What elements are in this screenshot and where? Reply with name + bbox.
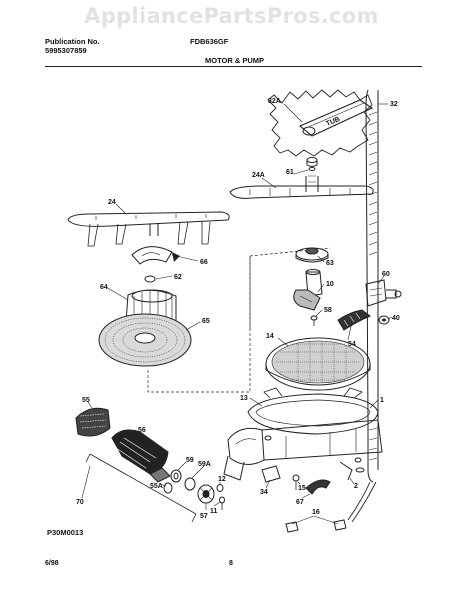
part-label: 59 [186,457,194,464]
part-label: 10 [326,281,334,288]
lower-spray-arm [67,211,230,247]
page-date: 6/98 [45,560,59,567]
part-label: 58 [324,307,332,314]
part-label: 61 [286,169,294,176]
part-label: 32 [390,101,398,108]
supply-tube [365,89,379,483]
part-label: 70 [76,499,84,506]
part-57-impeller [197,484,215,504]
part-label: 64 [100,284,108,291]
part-54-hose [337,309,371,331]
publication-label: Publication No. [45,37,100,46]
part-label: 16 [312,509,320,516]
part-label: 67 [296,499,304,506]
part-13-sump [247,387,379,435]
part-label: 56 [138,427,146,434]
part-12-nut [216,484,224,492]
part-11-screw [219,496,225,510]
tub-text: TUB [325,116,341,128]
header-rule [45,66,422,67]
page-number: 8 [229,560,233,567]
part-label: 65 [202,318,210,325]
part-62-ring [144,275,156,283]
part-label: 60 [382,271,390,278]
part-66-cover [131,246,180,265]
part-70-bracket [85,453,197,523]
part-10-pump-housing [293,269,323,311]
part-label: 59A [198,461,211,468]
part-56-motor [111,429,171,483]
part-1-pump-base [223,419,383,481]
publication-number: 5995307859 [45,46,87,55]
part-34-bracket [261,465,281,483]
part-2-lever [339,461,353,481]
part-label: 34 [260,489,268,496]
part-label: 15 [298,485,306,492]
section-title: MOTOR & PUMP [205,56,265,65]
part-label: 12 [218,476,226,483]
part-label: 11 [210,508,218,515]
part-58-screw [310,315,318,326]
part-61-nut [306,157,318,171]
part-label: 24A [252,172,265,179]
part-59-seal [170,469,182,483]
part-label: 57 [200,513,208,520]
model-number: FDB636GF [190,37,229,46]
part-40-fitting [378,315,390,325]
upper-spray-arm-area: TUB [267,89,374,157]
part-63-cap [295,247,329,263]
part-label: 13 [240,395,248,402]
part-label: 24 [108,199,116,206]
part-label: 62 [174,274,182,281]
part-15-clip [292,474,300,490]
part-14-filter [265,337,371,391]
diagram-code: P30M0013 [47,528,84,537]
part-59A-ring [184,477,196,491]
part-label: 2 [354,483,358,490]
part-label: 55A [150,483,163,490]
leader-lines [81,103,393,525]
part-label: 63 [326,260,334,267]
watermark: AppliancePartsPros.com [84,4,379,28]
part-67-hose [305,479,331,495]
part-label: 40 [392,315,400,322]
part-label: 14 [266,333,274,340]
part-label: 32A [268,98,281,105]
assembly-dashed-lines [147,247,331,393]
part-55A-washer [163,482,173,494]
part-55-end-bell [75,407,111,437]
part-60-valve [365,279,402,307]
part-label: 66 [200,259,208,266]
part-16-fittings [285,481,377,533]
part-65-filter-screen [98,313,192,367]
middle-spray-arm [229,175,374,199]
part-label: 55 [82,397,90,404]
part-label: 54 [348,341,356,348]
part-labels: 32A 32 24A 61 24 66 63 62 64 60 10 65 58… [76,98,400,520]
part-label: 1 [380,397,384,404]
